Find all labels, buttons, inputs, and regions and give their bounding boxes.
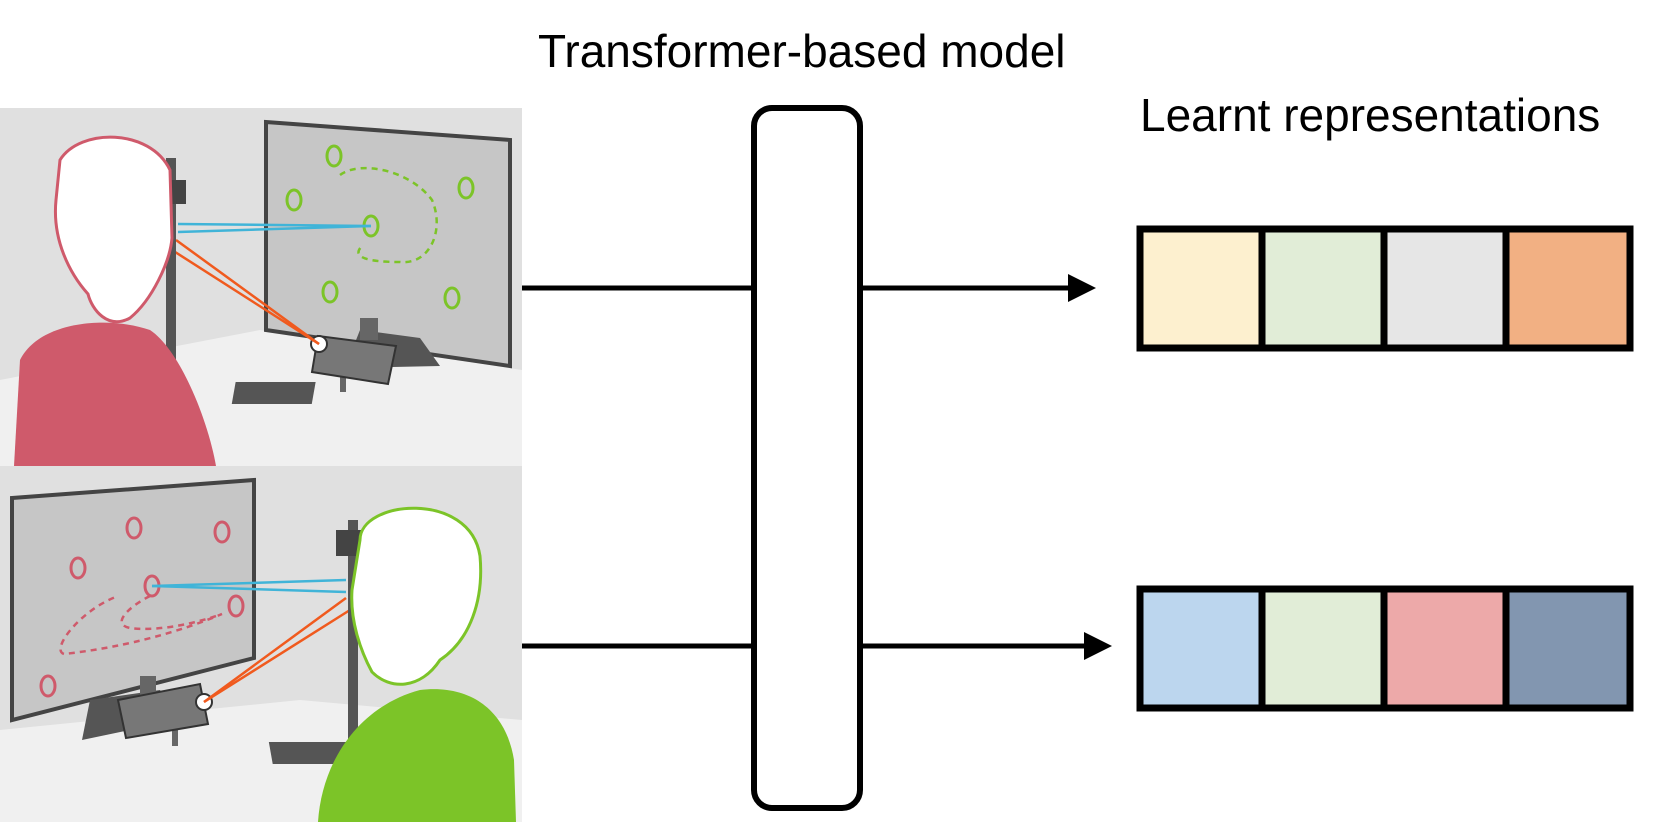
eye-tracker-bottom [116, 682, 351, 764]
targets-top [285, 144, 475, 310]
representation-cell [1380, 225, 1510, 352]
transformer-model-box [751, 105, 863, 811]
representation-bottom [1136, 585, 1634, 712]
gaze-lines-top [177, 222, 372, 234]
person-bottom [318, 506, 516, 822]
input-connectors [522, 285, 754, 649]
eye-tracking-scene-bottom [0, 466, 522, 822]
targets-bottom [39, 516, 245, 698]
representation-cell [1136, 585, 1266, 712]
representation-cell [1380, 585, 1510, 712]
representation-top [1136, 225, 1634, 352]
representations-title: Learnt representations [1140, 89, 1601, 141]
eye-tracking-scene-top [0, 108, 522, 466]
tracker-lines-bottom [203, 596, 351, 704]
representation-cell [1136, 225, 1266, 352]
model-title: Transformer-based model [538, 25, 1066, 77]
person-top [14, 135, 216, 466]
representation-cell [1258, 585, 1388, 712]
representation-cell [1258, 225, 1388, 352]
tracker-lines-top [171, 238, 320, 346]
representation-cell [1502, 225, 1634, 352]
gaze-lines-bottom [151, 578, 347, 594]
eye-tracker-top [231, 334, 398, 404]
scanpath-bottom [59, 594, 223, 656]
representation-cell [1502, 585, 1634, 712]
output-arrows [860, 274, 1112, 660]
